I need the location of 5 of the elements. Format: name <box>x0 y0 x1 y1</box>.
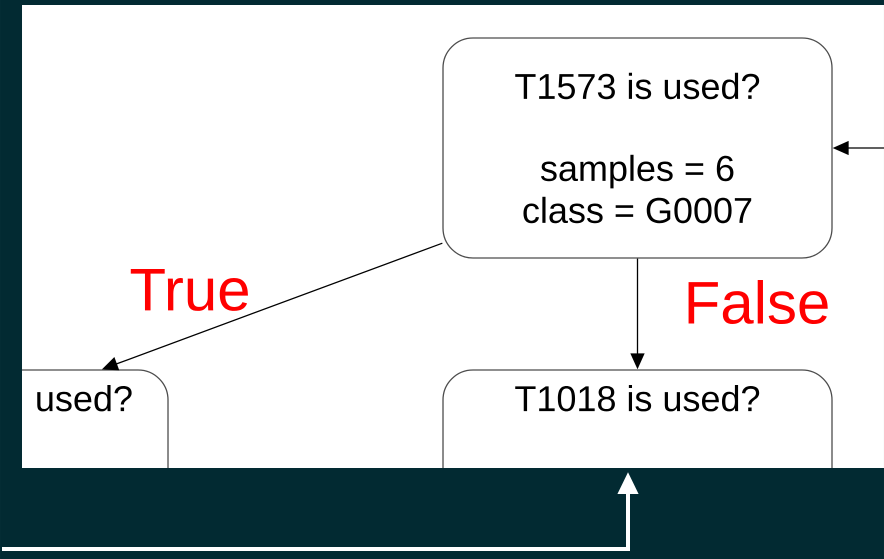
decision-box: used? <box>22 369 169 468</box>
edge-label: False <box>688 280 828 324</box>
decision-box: T1018 is used? <box>442 369 833 468</box>
decision-box: T1573 is used? samples = 6 class = G0007 <box>442 37 833 259</box>
edge-label: True <box>130 269 248 311</box>
